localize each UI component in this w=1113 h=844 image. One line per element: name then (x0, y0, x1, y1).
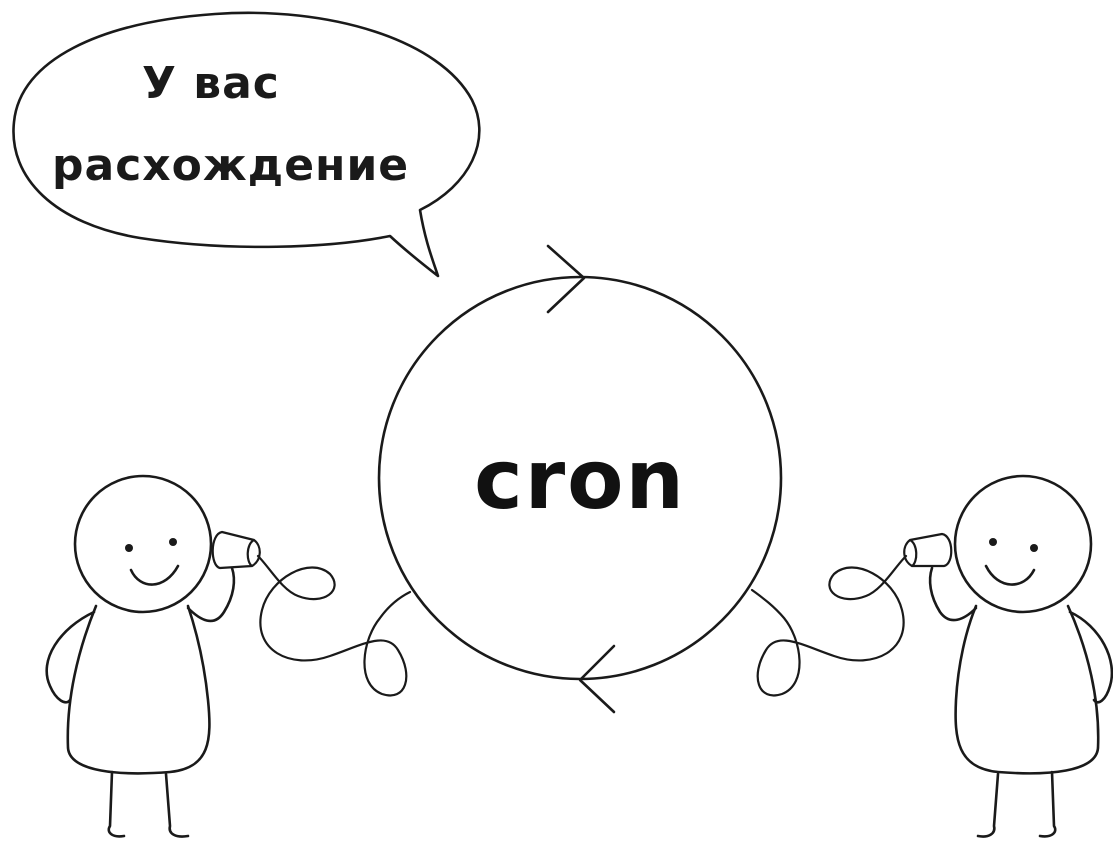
cycle-arrow-top-icon (546, 244, 586, 314)
right-person-eye-left (989, 538, 997, 546)
cycle-arrow-bottom-icon (578, 644, 616, 714)
right-can-phone-icon (903, 532, 953, 568)
cycle-label: cron (474, 433, 686, 528)
left-person (45, 474, 412, 838)
left-person-leg-right (164, 772, 190, 838)
left-person-body (66, 604, 211, 775)
right-person-head (953, 474, 1093, 614)
right-person-leg-left (976, 772, 1000, 838)
left-person-eye-left (125, 544, 133, 552)
right-person-body (954, 604, 1100, 775)
speech-bubble-line1: У вас (142, 58, 280, 109)
left-person-leg-left (107, 770, 126, 838)
right-person-eye-right (1030, 544, 1038, 552)
right-person (750, 474, 1113, 838)
left-person-smile (129, 564, 180, 586)
right-person-right-arm (1068, 610, 1113, 704)
left-can-phone-icon (211, 530, 261, 570)
right-person-left-arm (928, 566, 978, 622)
right-person-leg-right (1038, 770, 1057, 838)
speech-bubble-outline (12, 11, 481, 278)
left-person-right-arm (186, 566, 236, 623)
left-person-left-arm (45, 610, 96, 704)
left-person-head (73, 474, 213, 614)
left-person-eye-right (169, 538, 177, 546)
right-person-smile (984, 564, 1036, 586)
cron-cycle: cron (377, 244, 783, 714)
speech-bubble: У вас расхождение (12, 11, 481, 278)
right-string (750, 554, 908, 697)
speech-bubble-line2: расхождение (52, 140, 409, 191)
left-string (256, 554, 412, 697)
